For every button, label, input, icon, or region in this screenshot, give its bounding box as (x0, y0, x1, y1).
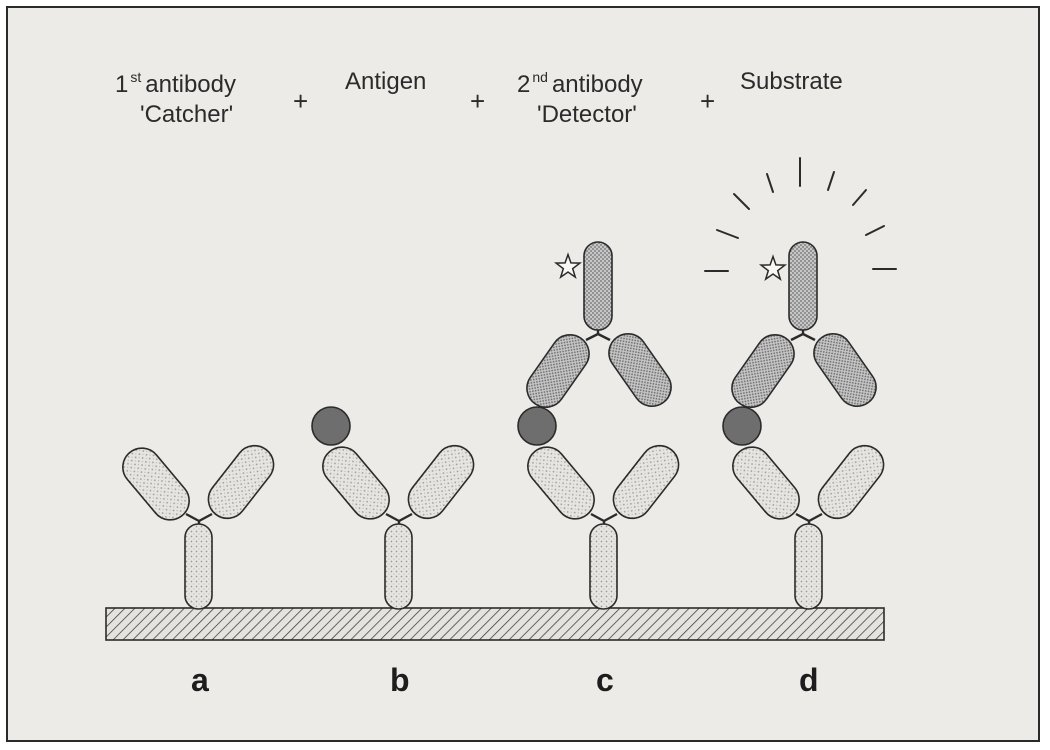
detector-antibody-c (519, 242, 678, 415)
antigen-b (312, 407, 350, 445)
panel-label-d: d (799, 664, 819, 696)
antibody-arm-right (401, 438, 481, 526)
antibody-arm-left (725, 439, 807, 526)
panel-label-c: c (596, 664, 614, 696)
antibody-stem (795, 524, 822, 609)
antigen-c (518, 407, 556, 445)
antigen-d (723, 407, 761, 445)
antibody-arm-left (115, 440, 197, 527)
antibody-arm-left (519, 327, 596, 414)
panel-label-b: b (390, 664, 410, 696)
antibody-stem (590, 524, 617, 609)
antibody-arm-left (315, 439, 397, 526)
capture-antibody-c (520, 438, 686, 609)
antibody-arm-right (806, 326, 883, 413)
antibody-stem (185, 524, 212, 609)
antibody-arm-left (724, 327, 801, 414)
capture-antibody-a (115, 438, 281, 609)
antibody-stem (789, 242, 817, 330)
antibody-arm-right (606, 438, 686, 526)
antibody-arm-left (520, 439, 602, 526)
antibody-arm-right (601, 326, 678, 413)
antibody-arm-right (811, 438, 891, 526)
solid-support-plate (106, 608, 884, 640)
antibody-stem (385, 524, 412, 609)
star-label-icon (761, 257, 785, 280)
antibody-stem (584, 242, 612, 330)
antibody-arm-right (201, 438, 281, 526)
capture-antibody-d (725, 438, 891, 609)
panel-label-a: a (191, 664, 209, 696)
capture-antibody-b (315, 438, 481, 609)
detector-antibody-d (724, 242, 883, 415)
star-label-icon (556, 255, 580, 278)
